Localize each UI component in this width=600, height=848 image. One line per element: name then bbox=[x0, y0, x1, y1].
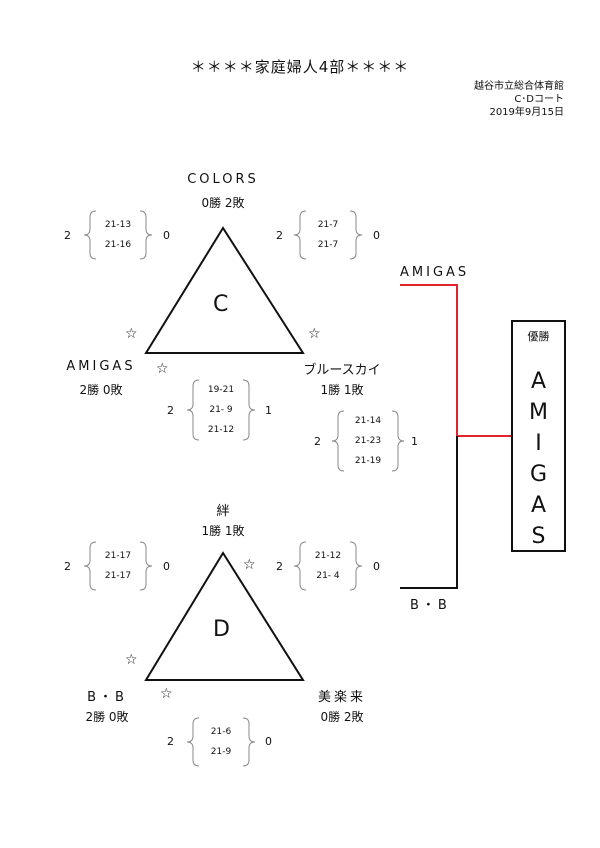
match-c-bottom-scores: 19-21 21- 9 21-12 bbox=[199, 380, 243, 440]
champion-name: A M I G A S bbox=[511, 366, 566, 552]
champion-letter: I bbox=[535, 431, 542, 456]
match-d-left-sets-a: 2 bbox=[64, 560, 71, 573]
score-line: 21-12 bbox=[314, 551, 342, 561]
final-sets-a: 2 bbox=[314, 435, 321, 448]
team-kizuna-record: 1勝 1敗 bbox=[201, 524, 245, 538]
score-line: 21-6 bbox=[210, 727, 232, 737]
match-c-right-sets-b: 0 bbox=[373, 229, 380, 242]
star-icon: ☆ bbox=[125, 326, 138, 342]
venue-name: 越谷市立総合体育館 bbox=[474, 81, 564, 92]
match-d-right-sets-b: 0 bbox=[373, 560, 380, 573]
champion-label: 優勝 bbox=[527, 330, 550, 343]
match-c-left-scores: 21-13 21-16 bbox=[96, 215, 140, 255]
brace-d-left bbox=[83, 541, 153, 591]
final-sets-b: 1 bbox=[411, 435, 418, 448]
final-top-team: AMIGAS bbox=[400, 265, 470, 280]
group-d-label: D bbox=[213, 617, 230, 642]
team-bluesky-record: 1勝 1敗 bbox=[320, 383, 364, 397]
star-icon: ☆ bbox=[243, 557, 256, 573]
champion-letter: S bbox=[531, 524, 546, 549]
star-icon: ☆ bbox=[125, 652, 138, 668]
score-line: 21-12 bbox=[207, 425, 235, 435]
group-d-triangle bbox=[144, 551, 305, 681]
group-c-triangle bbox=[144, 226, 305, 354]
match-c-right-scores: 21-7 21-7 bbox=[306, 215, 350, 255]
champion-letter: A bbox=[530, 369, 547, 394]
score-line: 19-21 bbox=[207, 385, 235, 395]
score-line: 21-16 bbox=[104, 240, 132, 250]
brace-final bbox=[331, 410, 405, 472]
match-d-right-sets-a: 2 bbox=[276, 560, 283, 573]
match-c-left-sets-b: 0 bbox=[163, 229, 170, 242]
bracket-winner-path bbox=[400, 284, 511, 437]
star-icon: ☆ bbox=[308, 326, 321, 342]
score-line: 21- 9 bbox=[209, 405, 233, 415]
match-d-bottom-scores: 21-6 21-9 bbox=[199, 722, 243, 762]
team-bb-name: B・B bbox=[87, 690, 127, 705]
score-line: 21-17 bbox=[104, 571, 132, 581]
group-c-label: C bbox=[213, 292, 229, 317]
brace-c-bottom bbox=[186, 379, 256, 441]
score-line: 21-9 bbox=[210, 747, 232, 757]
star-icon: ☆ bbox=[160, 686, 173, 702]
score-line: 21-17 bbox=[104, 551, 132, 561]
match-d-bottom-sets-a: 2 bbox=[167, 735, 174, 748]
score-line: 21-23 bbox=[354, 436, 382, 446]
match-d-left-sets-b: 0 bbox=[163, 560, 170, 573]
team-bluesky-name: ブルースカイ bbox=[303, 363, 381, 378]
team-amigas-name: AMIGAS bbox=[66, 359, 136, 374]
champion-letter: G bbox=[529, 462, 548, 487]
brace-c-right bbox=[293, 210, 363, 260]
champion-letter: A bbox=[530, 493, 547, 518]
bracket-loser-path bbox=[400, 436, 458, 589]
score-line: 21-19 bbox=[354, 456, 382, 466]
page-title: ＊＊＊＊家庭婦人4部＊＊＊＊ bbox=[190, 58, 410, 76]
match-c-bottom-sets-a: 2 bbox=[167, 404, 174, 417]
team-colors-name: COLORS bbox=[187, 172, 259, 187]
brace-d-right bbox=[293, 541, 363, 591]
team-kizuna-name: 絆 bbox=[216, 504, 230, 519]
score-line: 21- 4 bbox=[316, 571, 340, 581]
match-c-right-sets-a: 2 bbox=[276, 229, 283, 242]
team-miraku-name: 美楽来 bbox=[317, 690, 366, 705]
brace-c-left bbox=[83, 210, 153, 260]
match-c-left-sets-a: 2 bbox=[64, 229, 71, 242]
team-miraku-record: 0勝 2敗 bbox=[320, 710, 364, 724]
star-icon: ☆ bbox=[156, 361, 169, 377]
match-d-bottom-sets-b: 0 bbox=[265, 735, 272, 748]
champion-box bbox=[511, 320, 566, 552]
match-d-right-scores: 21-12 21- 4 bbox=[306, 546, 350, 586]
court-name: C･Dコート bbox=[514, 94, 564, 105]
final-scores: 21-14 21-23 21-19 bbox=[344, 411, 392, 471]
event-date: 2019年9月15日 bbox=[489, 107, 564, 118]
champion-letter: M bbox=[529, 400, 548, 425]
score-line: 21-7 bbox=[317, 220, 339, 230]
brace-d-bottom bbox=[186, 717, 256, 767]
score-line: 21-7 bbox=[317, 240, 339, 250]
team-colors-record: 0勝 2敗 bbox=[201, 196, 245, 210]
final-bottom-team: B・B bbox=[410, 598, 450, 613]
team-amigas-record: 2勝 0敗 bbox=[79, 383, 123, 397]
score-line: 21-14 bbox=[354, 416, 382, 426]
score-line: 21-13 bbox=[104, 220, 132, 230]
team-bb-record: 2勝 0敗 bbox=[85, 710, 129, 724]
match-c-bottom-sets-b: 1 bbox=[265, 404, 272, 417]
match-d-left-scores: 21-17 21-17 bbox=[96, 546, 140, 586]
